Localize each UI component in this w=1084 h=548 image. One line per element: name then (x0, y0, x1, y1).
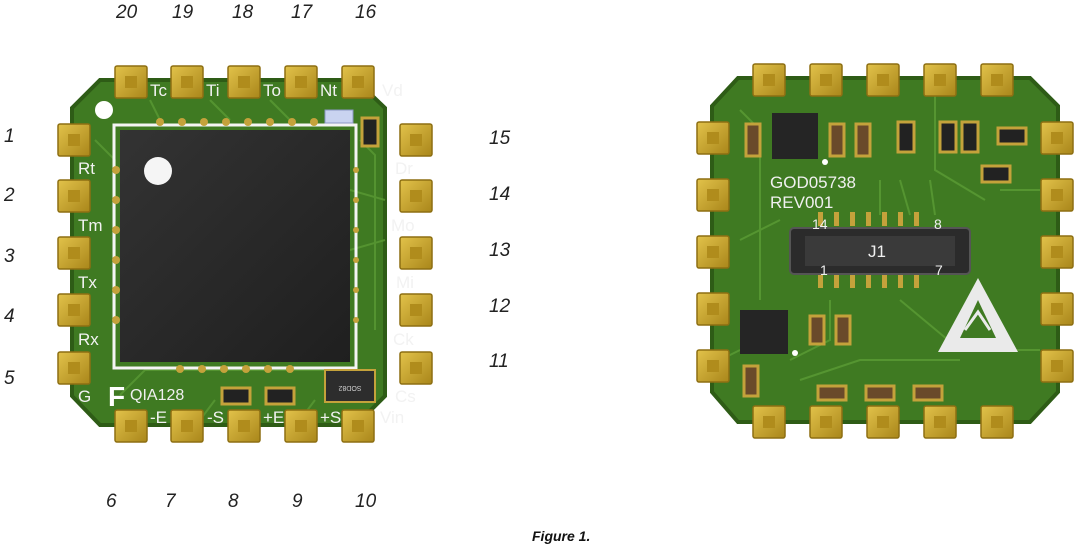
figure-caption: Figure 1. (532, 528, 591, 544)
connector-pin-1: 1 (820, 262, 828, 278)
pin-number-top-17: 17 (291, 2, 313, 23)
front-resistor-2 (264, 386, 296, 406)
pin-number-right-11: 11 (489, 351, 509, 372)
front-led (324, 109, 354, 124)
front-label-cs: Cs (395, 387, 416, 406)
front-label-mo: Mo (391, 216, 415, 235)
front-capacitor (360, 116, 380, 148)
front-label-rx: Rx (78, 330, 99, 349)
front-label-tx: Tx (78, 273, 97, 292)
back-board: GOD05738 REV001 J1 14 8 1 7 (696, 63, 1074, 439)
pin-number-right-14: 14 (489, 184, 511, 205)
pin-number-bottom-8: 8 (228, 491, 239, 512)
pin-number-right-13: 13 (489, 240, 511, 261)
pin-number-right-12: 12 (489, 296, 511, 317)
front-label-to: To (263, 81, 281, 100)
front-label-tm: Tm (78, 216, 103, 235)
pin-number-top-19: 19 (172, 2, 194, 23)
front-board: SOD82 F QIA128 Tc Ti To Nt Vd Rt Tm Tx R… (57, 65, 433, 443)
pin-number-top-16: 16 (355, 2, 377, 23)
front-chip-outline (112, 123, 358, 370)
pin-number-left-4: 4 (4, 306, 15, 327)
back-revision: REV001 (770, 193, 833, 212)
front-label-vd: Vd (382, 81, 403, 100)
pin-number-top-20: 20 (116, 2, 138, 23)
front-label-pos-e: +E (263, 408, 284, 427)
front-label-vin: Vin (380, 408, 404, 427)
front-label-ck: Ck (393, 330, 414, 349)
pin-number-bottom-7: 7 (165, 491, 176, 512)
chip-pin1-dot (144, 157, 172, 185)
esd-warning-icon (938, 278, 1018, 352)
connector-pin-7: 7 (935, 262, 943, 278)
back-ic-bottom (740, 310, 788, 354)
pin-number-bottom-6: 6 (106, 491, 117, 512)
back-serial: GOD05738 (770, 173, 856, 192)
front-resistor-1 (220, 386, 252, 406)
front-label-pos-s: +S (320, 408, 341, 427)
pin-number-right-15: 15 (489, 128, 511, 149)
connector-pin-8: 8 (934, 216, 942, 232)
connector-j1-label: J1 (868, 242, 886, 261)
front-label-nt: Nt (320, 81, 337, 100)
front-label-dr: Dr (395, 159, 413, 178)
pin-number-left-2: 2 (4, 185, 15, 206)
front-mount-dot (95, 101, 113, 119)
front-label-neg-e: -E (150, 408, 167, 427)
front-label-neg-s: -S (207, 408, 224, 427)
pin-number-bottom-9: 9 (292, 491, 303, 512)
front-label-tc: Tc (150, 81, 168, 100)
back-ic-top (772, 113, 818, 159)
front-small-ic (324, 369, 376, 403)
front-small-ic-marking: SOD82 (338, 384, 361, 391)
pin-number-top-18: 18 (232, 2, 254, 23)
front-part-name: QIA128 (130, 387, 184, 404)
pin-number-left-3: 3 (4, 246, 15, 267)
front-label-g: G (78, 387, 91, 406)
front-label-rt: Rt (78, 159, 95, 178)
pin-number-bottom-10: 10 (355, 491, 377, 512)
pin-number-left-5: 5 (4, 368, 15, 389)
front-logo-icon: F (108, 381, 125, 412)
connector-pin-14: 14 (812, 216, 828, 232)
front-label-ti: Ti (206, 81, 220, 100)
pin-number-left-1: 1 (4, 126, 15, 147)
front-label-mi: Mi (396, 273, 414, 292)
